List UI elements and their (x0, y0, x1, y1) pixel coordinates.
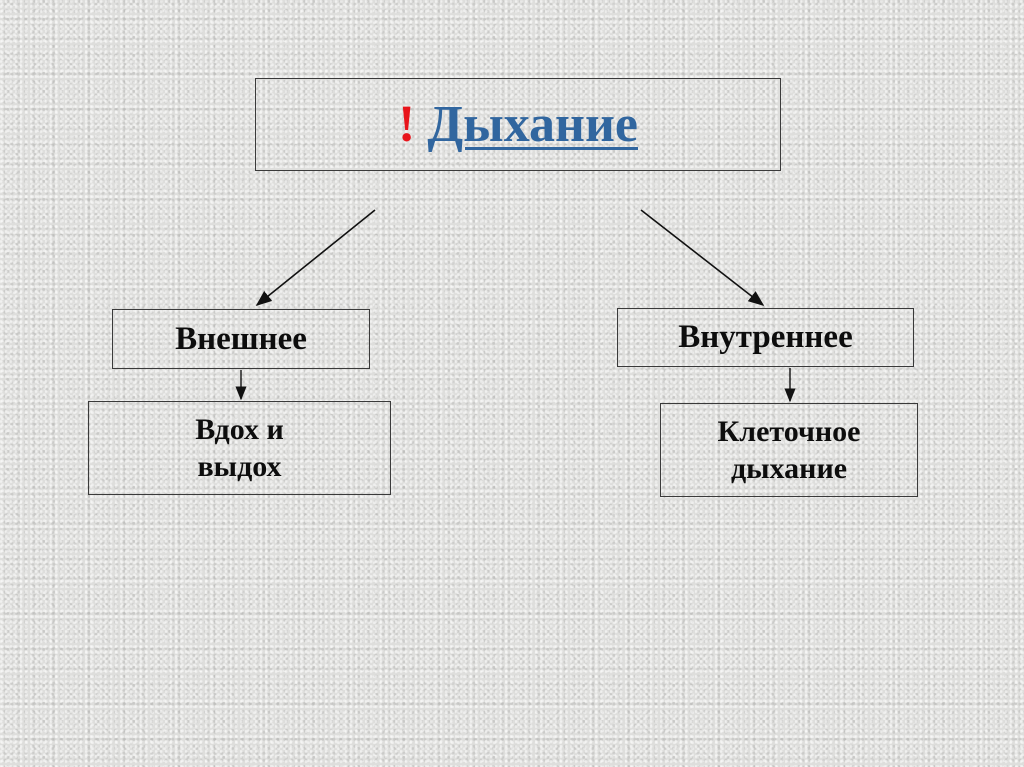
internal-respiration-box: Внутреннее (617, 308, 914, 367)
diagram-title: Дыхание (427, 96, 639, 153)
arrow-title-to-external (255, 209, 376, 307)
external-label: Внешнее (175, 320, 307, 357)
inhale-exhale-line-2: выдох (197, 450, 282, 483)
cellular-line-2: дыхание (730, 452, 848, 485)
internal-label: Внутреннее (678, 319, 853, 355)
exclamation-mark: ! (397, 96, 416, 153)
cellular-respiration-box: Клеточное дыхание (660, 403, 918, 497)
arrow-title-to-internal (640, 209, 765, 306)
title-box: ! Дыхание (255, 78, 781, 171)
inhale-exhale-line-1: Вдох и (195, 413, 284, 446)
cellular-line-1: Клеточное (717, 415, 861, 448)
inhale-exhale-box: Вдох и выдох (88, 401, 391, 495)
external-respiration-box: Внешнее (112, 309, 370, 369)
